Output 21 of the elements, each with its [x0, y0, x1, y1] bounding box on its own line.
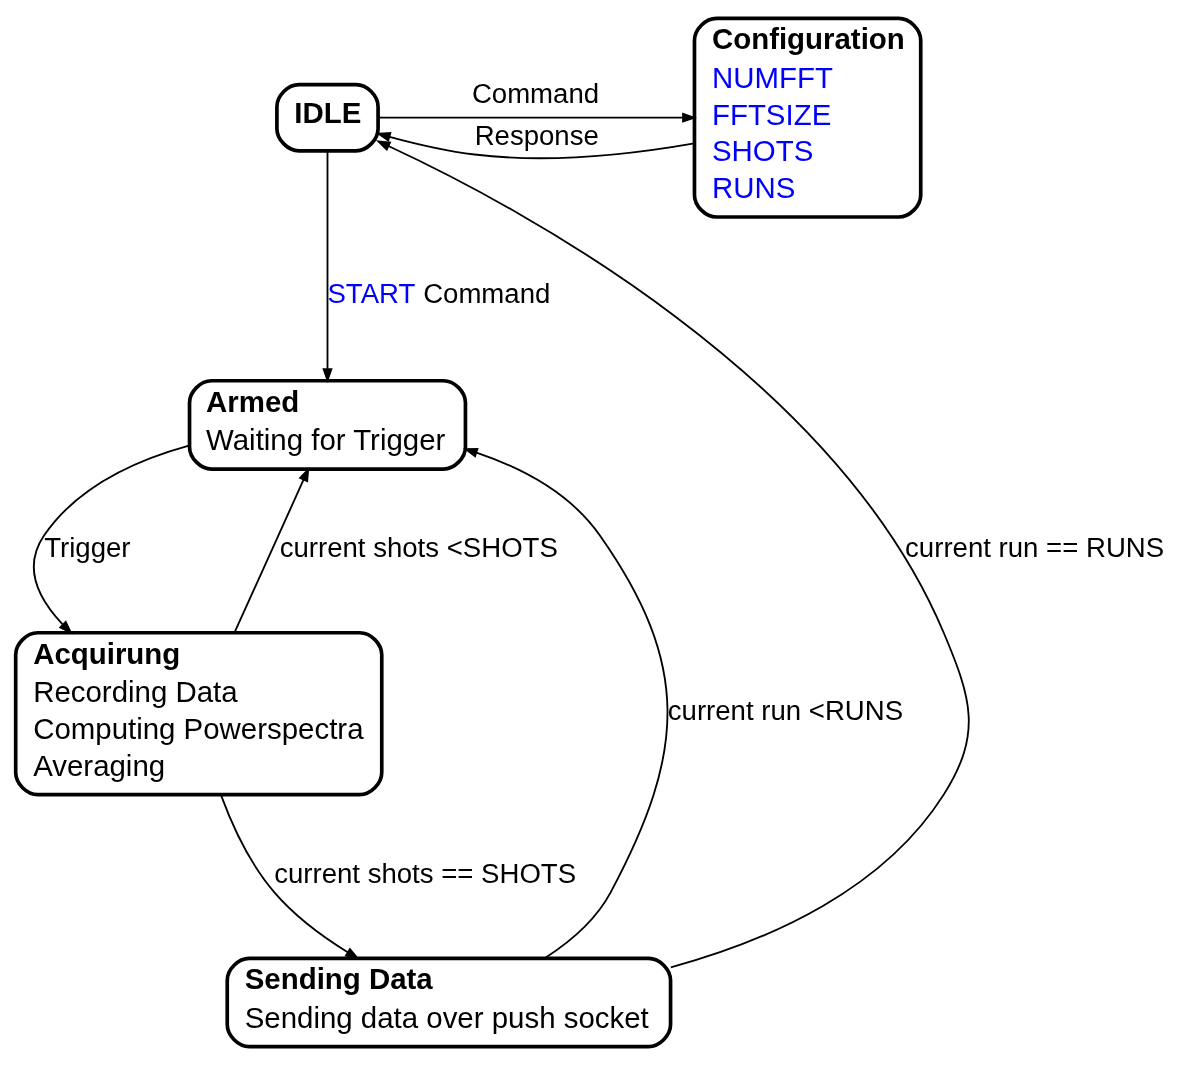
arrow — [32, 444, 190, 635]
edge-label: START Command — [327, 278, 551, 310]
edge-label: Command — [471, 77, 600, 109]
arrow — [220, 794, 360, 960]
node-box: Armed Waiting for Trigger — [187, 378, 468, 471]
edge-label: Trigger — [44, 532, 131, 564]
edge-label: current run == RUNS — [905, 532, 1165, 564]
edge-label: current shots <SHOTS — [279, 532, 558, 564]
edge-label: Response — [474, 120, 599, 152]
node-box: Acquirung Recording Data Computing Powerspectra Averaging — [13, 630, 384, 797]
arrow — [375, 140, 970, 969]
edge-label: current run <RUNS — [667, 695, 904, 727]
node-box: Sending Data Sending data over push socket — [225, 956, 673, 1049]
edge-label: current shots == SHOTS — [274, 857, 577, 889]
node-box: IDLE — [275, 82, 380, 153]
arrow — [322, 149, 333, 384]
node-box: Configuration NUMFFT FFTSIZE SHOTS RUNS — [692, 16, 923, 219]
arrow — [233, 466, 310, 634]
arrow — [463, 447, 669, 959]
arrow — [376, 132, 696, 160]
arrow — [377, 112, 697, 123]
